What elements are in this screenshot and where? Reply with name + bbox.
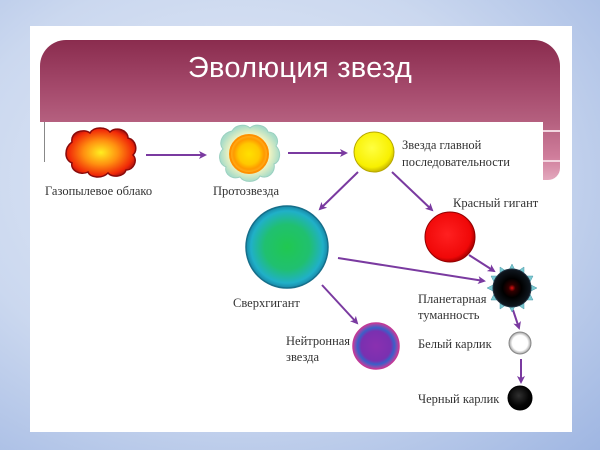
arrows <box>146 149 525 384</box>
protostar-icon <box>219 124 281 182</box>
neutron-star-icon <box>352 322 400 370</box>
arrow-mainseq-to-supergiant <box>318 171 359 211</box>
gas-dust-cloud-icon <box>65 127 137 178</box>
label-white-dwarf: Белый карлик <box>418 337 492 351</box>
planetary-nebula-icon <box>486 263 538 313</box>
arrow-supergiant-to-neutron <box>321 284 359 325</box>
label-protostar: Протозвезда <box>213 184 279 198</box>
slide-title: Эволюция звезд <box>187 52 413 84</box>
label-planetary-nebula-line1: Планетарная <box>418 292 487 306</box>
label-gas-dust-cloud: Газопылевое облако <box>45 184 153 198</box>
red-giant-icon <box>424 211 476 263</box>
arrow-nebula-to-whitedwarf <box>512 309 521 330</box>
label-main-sequence-line2: последовательности <box>402 155 510 169</box>
label-main-sequence-line1: Звезда главной <box>402 138 482 152</box>
label-supergiant: Сверхгигант <box>233 296 300 310</box>
label-black-dwarf: Черный карлик <box>418 392 500 406</box>
white-dwarf-icon <box>508 331 532 355</box>
label-neutron-star-line1: Нейтронная <box>286 334 351 348</box>
main-sequence-star-icon <box>353 131 395 173</box>
arrow-mainseq-to-redgiant <box>391 171 434 212</box>
label-planetary-nebula-line2: туманность <box>418 308 480 322</box>
label-neutron-star-line2: звезда <box>286 350 320 364</box>
arrow-redgiant-to-nebula <box>468 254 496 273</box>
supergiant-icon <box>245 205 329 289</box>
divider <box>44 122 45 162</box>
label-red-giant: Красный гигант <box>453 196 539 210</box>
slide-header <box>40 40 560 122</box>
header-decoration <box>543 122 560 180</box>
arrow-supergiant-to-nebula <box>337 257 486 285</box>
black-dwarf-icon <box>507 385 533 411</box>
